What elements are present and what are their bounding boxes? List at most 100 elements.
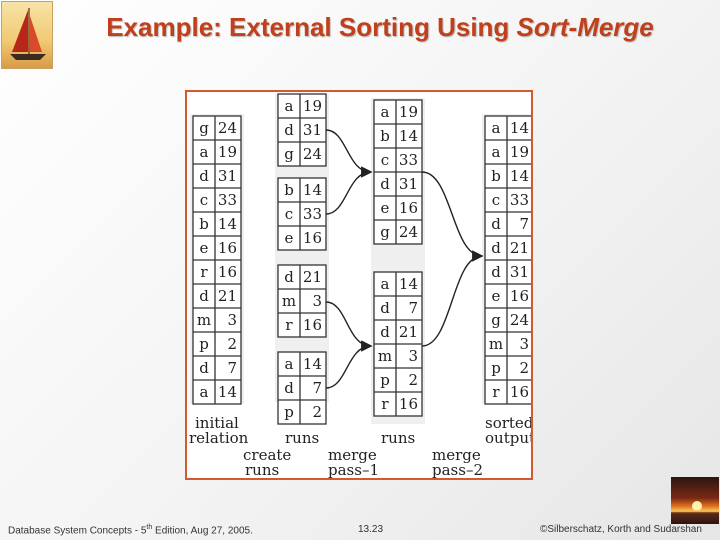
label-output: output	[485, 429, 531, 447]
initial-relation-table-value: 24	[218, 119, 237, 137]
merged-run-table-1-value: 24	[399, 223, 418, 241]
run-table-1-value: 19	[303, 97, 322, 115]
label-relation: relation	[189, 429, 249, 447]
initial-relation-table-key: g	[199, 119, 209, 137]
initial-relation-table-value: 19	[218, 143, 237, 161]
sorted-output-table-value: 2	[519, 359, 529, 377]
label-initial: initial	[195, 414, 239, 432]
label-merge-2: merge	[432, 446, 481, 464]
sorted-output-table-value: 3	[519, 335, 529, 353]
label-pass-2: pass–2	[432, 461, 483, 478]
run-table-1-value: 31	[303, 121, 322, 139]
run-table-4-value: 2	[312, 403, 322, 421]
initial-relation-table-value: 2	[227, 335, 237, 353]
label-create: create	[243, 446, 291, 464]
merged-run-table-1-value: 33	[399, 151, 418, 169]
run-table-3	[277, 264, 327, 338]
run-table-3-value: 21	[303, 268, 322, 286]
run-table-4	[277, 351, 327, 425]
initial-relation-table-key: e	[200, 239, 209, 257]
run-table-2	[277, 177, 327, 251]
run-table-2-value: 14	[303, 181, 322, 199]
initial-relation-table-value: 14	[218, 215, 237, 233]
merged-run-table-1-key: g	[380, 223, 390, 241]
sunset-logo	[671, 477, 719, 524]
merge-arrow-4	[325, 340, 373, 389]
run-table-1-value: 24	[303, 145, 322, 163]
initial-relation-table-value: 7	[227, 359, 237, 377]
sorted-output-table-value: 24	[510, 311, 529, 329]
label-runs-2: runs	[381, 429, 415, 447]
sorted-output-table-value: 21	[510, 239, 529, 257]
run-table-1	[277, 93, 327, 167]
run-table-2-value: 16	[303, 229, 322, 247]
initial-relation-table-key: b	[199, 215, 209, 233]
title-italic-text: Sort-Merge	[516, 12, 654, 42]
merged-run-table-2-key: p	[380, 371, 390, 389]
merged-run-table-1-value: 16	[399, 199, 418, 217]
footer-page-number: 13.23	[358, 524, 384, 535]
merged-run-table-1-key: b	[380, 127, 390, 145]
footer-book: Database System Concepts - 5th Edition, …	[8, 524, 253, 536]
sorted-output-table-key: d	[491, 263, 501, 281]
sorted-output-table-key: d	[491, 215, 501, 233]
sorted-output-table-key: e	[492, 287, 501, 305]
merged-run-table-1-value: 31	[399, 175, 418, 193]
run-table-3-value: 16	[303, 316, 322, 334]
run-table-2-key: b	[284, 181, 294, 199]
initial-relation-table-value: 31	[218, 167, 237, 185]
label-create-runs: runs	[245, 461, 279, 478]
sorted-output-table-key: a	[492, 143, 501, 161]
sorted-output-table-key: b	[491, 167, 501, 185]
run-table-2-key: c	[285, 205, 293, 223]
initial-relation-table-value: 21	[218, 287, 237, 305]
merged-run-table-2-key: r	[381, 395, 389, 413]
merged-run-table-1-value: 19	[399, 103, 418, 121]
run-table-4-key: a	[285, 355, 294, 373]
run-table-1-key: d	[284, 121, 294, 139]
merge-arrow-2	[325, 166, 373, 215]
merged-run-table-1-value: 14	[399, 127, 418, 145]
initial-relation-table-value: 33	[218, 191, 237, 209]
merged-run-table-2-value: 3	[408, 347, 418, 365]
merged-run-table-2-key: a	[381, 275, 390, 293]
footer-book-sup: th	[146, 524, 153, 531]
initial-relation-table-value: 3	[227, 311, 237, 329]
merge-arrow-3	[325, 301, 373, 352]
run-table-3-value: 3	[312, 292, 322, 310]
sorted-output-table-key: m	[489, 335, 503, 353]
initial-relation-table-key: p	[199, 335, 209, 353]
merged-run-table-1-key: c	[381, 151, 389, 169]
sorted-output-table-value: 14	[510, 167, 529, 185]
run-table-2-key: e	[285, 229, 294, 247]
initial-relation-table-key: m	[197, 311, 211, 329]
initial-relation-table-key: c	[200, 191, 208, 209]
title-text: Example: External Sorting Using	[106, 12, 517, 42]
initial-relation-table-value: 16	[218, 239, 237, 257]
slide-title: Example: External Sorting Using Sort-Mer…	[60, 12, 700, 43]
sorted-output-table-key: r	[492, 383, 500, 401]
merged-run-table-2-value: 7	[408, 299, 418, 317]
sorted-output-table-value: 33	[510, 191, 529, 209]
sunset-icon	[671, 501, 719, 512]
merge-arrow-1	[325, 129, 373, 178]
sailboat-logo	[1, 1, 53, 69]
sorted-output-table-value: 19	[510, 143, 529, 161]
sorted-output-table-value: 31	[510, 263, 529, 281]
run-table-4-value: 7	[312, 379, 322, 397]
merged-run-table-1-key: d	[380, 175, 390, 193]
run-table-3-key: d	[284, 268, 294, 286]
merged-run-table-2-value: 14	[399, 275, 418, 293]
initial-relation-table-key: r	[200, 263, 208, 281]
initial-relation-table-value: 14	[218, 383, 237, 401]
initial-relation-table-value: 16	[218, 263, 237, 281]
sorted-output-table-value: 7	[519, 215, 529, 233]
sorted-output-table-value: 16	[510, 287, 529, 305]
sorted-output-table-key: a	[492, 119, 501, 137]
label-sorted: sorted	[485, 414, 531, 432]
initial-relation-table-key: d	[199, 167, 209, 185]
merged-run-table-2-value: 16	[399, 395, 418, 413]
footer-book-text: Database System Concepts - 5	[8, 525, 147, 537]
sorted-output-table-key: d	[491, 239, 501, 257]
